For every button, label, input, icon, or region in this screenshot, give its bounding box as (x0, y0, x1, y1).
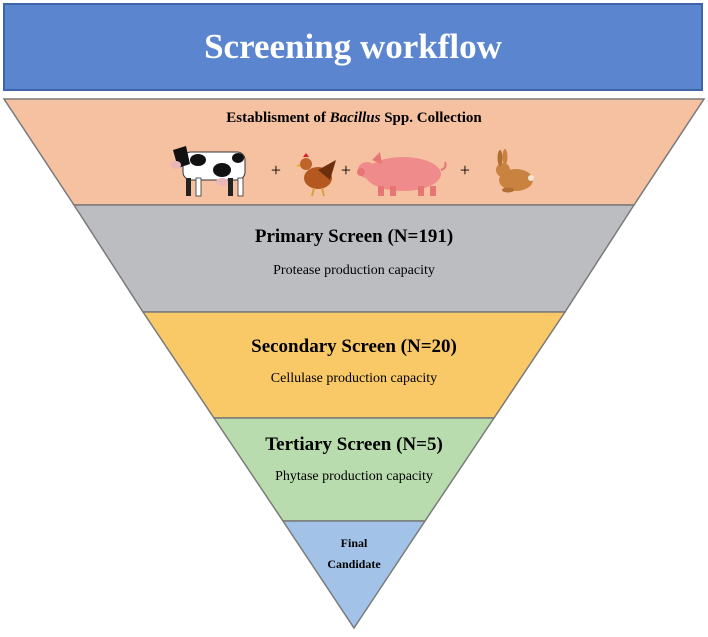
plus-sign: + (459, 160, 471, 180)
final-layer (281, 520, 427, 630)
tertiary-title: Tertiary Screen (N=5) (265, 434, 443, 455)
pig-icon (357, 152, 447, 196)
header-banner: Screening workflow (3, 3, 703, 91)
secondary-title: Secondary Screen (N=20) (251, 336, 457, 357)
primary-title: Primary Screen (N=191) (254, 226, 454, 247)
chicken-icon (296, 153, 336, 197)
final-line1: Final (340, 536, 368, 550)
secondary-layer (141, 311, 567, 419)
plus-sign: + (270, 160, 282, 180)
final-line2: Candidate (327, 557, 381, 571)
secondary-subtitle: Cellulase production capacity (270, 371, 438, 386)
primary-subtitle: Protease production capacity (273, 263, 435, 278)
rabbit-icon (496, 149, 534, 193)
cow-icon (171, 146, 246, 197)
page-title: Screening workflow (204, 27, 502, 66)
primary-layer (72, 204, 636, 313)
plus-sign: + (340, 160, 352, 180)
tertiary-subtitle: Phytase production capacity (275, 469, 433, 484)
collection-title: Establisment of Bacillus Spp. Collection (226, 110, 482, 126)
